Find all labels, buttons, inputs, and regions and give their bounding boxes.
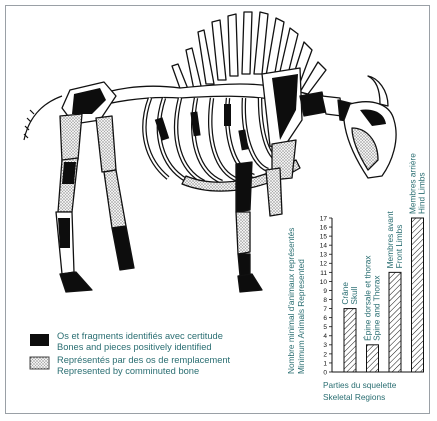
y-axis-title-en: Minimum Animals Represented: [296, 259, 306, 374]
legend-solid-en: Bones and pieces positively identified: [57, 342, 223, 353]
category-label-en: Front Limbs: [394, 225, 404, 269]
legend-swatch-stipple: [30, 357, 49, 369]
bar-1: [344, 309, 356, 372]
y-tick-label: 9: [323, 288, 327, 295]
y-tick-label: 8: [323, 297, 327, 304]
y-tick-label: 12: [320, 261, 328, 268]
femur: [60, 114, 82, 162]
y-tick-label: 17: [320, 215, 328, 222]
x-axis-title-en: Skeletal Regions: [323, 392, 385, 402]
hind-hoof: [60, 272, 92, 292]
y-tick-label: 7: [323, 306, 327, 313]
front-hoof: [238, 274, 262, 292]
bar-chart: 01234567891011121314151617CrâneSkullÉpin…: [286, 153, 427, 402]
bar-2: [367, 345, 379, 372]
x-axis-title-fr: Parties du squelette: [323, 380, 397, 390]
legend-stipple-fr: Représentés par des os de remplacement: [57, 355, 230, 366]
y-tick-label: 4: [323, 333, 327, 340]
y-tick-label: 15: [320, 234, 328, 241]
y-tick-label: 11: [320, 270, 327, 277]
y-tick-label: 10: [320, 279, 328, 286]
bison-skeleton: [24, 12, 396, 292]
y-tick-label: 0: [323, 369, 327, 376]
category-label-en: Skull: [349, 286, 359, 304]
category-label-en: Spine and Thorax: [372, 275, 382, 341]
y-tick-label: 2: [323, 351, 327, 358]
tail-vertebrae: [24, 96, 62, 140]
y-tick-label: 13: [320, 252, 328, 259]
y-tick-label: 16: [320, 224, 328, 231]
y-tick-label: 6: [323, 315, 327, 322]
y-axis-title-fr: Nombre minimal d'animaux représentés: [286, 228, 296, 374]
legend-solid-fr: Os et fragments identifiés avec certitud…: [57, 331, 223, 342]
y-tick-label: 3: [323, 342, 327, 349]
bar-3: [389, 272, 401, 372]
legend-swatch-solid: [30, 334, 49, 346]
y-tick-label: 14: [320, 243, 328, 250]
dorsal-spines: [172, 12, 326, 94]
bar-4: [412, 218, 424, 372]
radius: [236, 162, 252, 212]
y-tick-label: 5: [323, 324, 327, 331]
category-label-en: Hind Limbs: [417, 172, 427, 214]
y-tick-label: 1: [323, 360, 327, 367]
front-metacarpal: [238, 254, 250, 276]
legend-stipple-en: Represented by comminuted bone: [57, 366, 230, 377]
